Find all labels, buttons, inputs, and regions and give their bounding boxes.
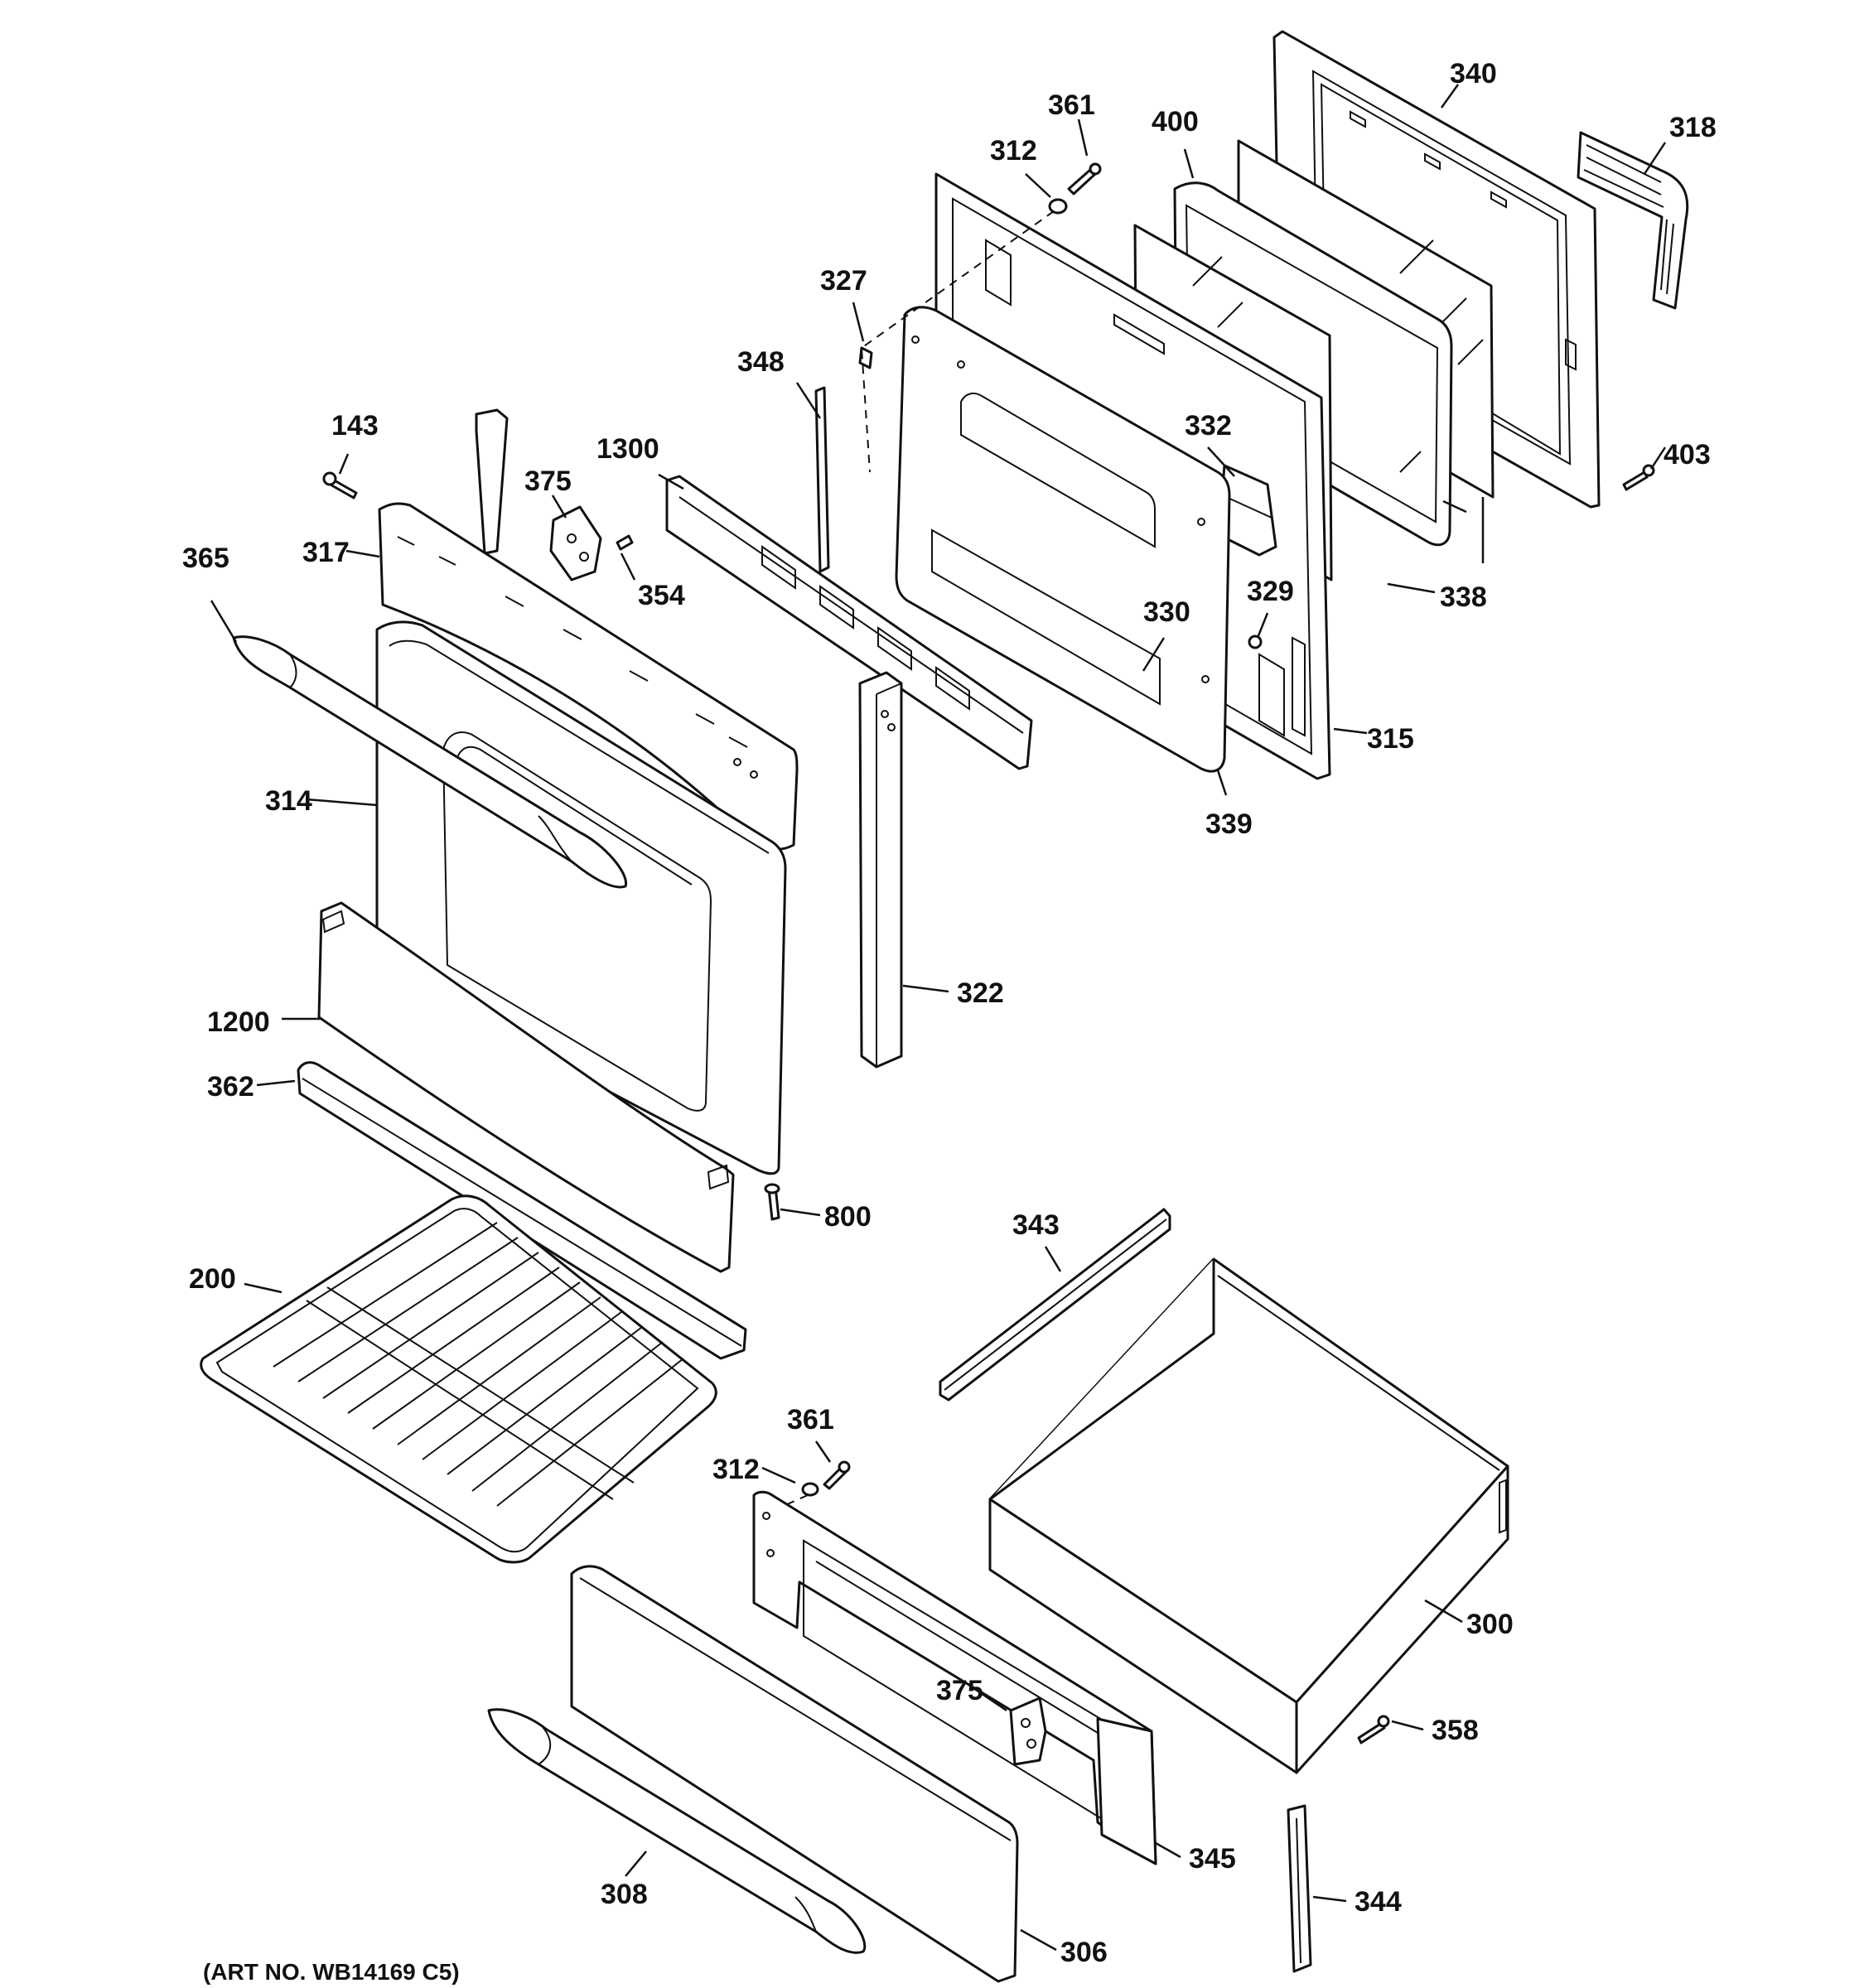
callout-300: 300: [1466, 1609, 1514, 1640]
part-361-screw-lower: [823, 1460, 851, 1490]
callout-332: 332: [1185, 410, 1232, 442]
part-354-screw: [616, 534, 634, 551]
part-bracket-vertical: [475, 408, 509, 555]
callout-labels: 340 318 400 361 312 327 348 1300 143 375…: [182, 58, 1717, 1985]
callout-375-lower: 375: [936, 1675, 983, 1706]
art-number: (ART NO. WB14169 C5): [203, 1959, 460, 1985]
part-403-screw: [1622, 464, 1655, 491]
part-344-rail-bracket: [1287, 1804, 1312, 1973]
callout-312-lower: 312: [712, 1454, 760, 1485]
part-343-drawer-rail: [939, 1208, 1171, 1402]
callout-1300: 1300: [596, 433, 659, 465]
part-327-clip: [858, 346, 873, 369]
callout-200: 200: [189, 1263, 236, 1295]
callout-362: 362: [207, 1071, 254, 1103]
callout-330: 330: [1143, 596, 1190, 628]
callout-348: 348: [737, 346, 785, 378]
callout-318: 318: [1669, 112, 1717, 143]
callout-143: 143: [331, 410, 379, 442]
callout-327: 327: [820, 265, 867, 297]
callout-361-lower: 361: [787, 1404, 834, 1436]
part-329-screw: [1248, 635, 1263, 649]
callout-322: 322: [957, 977, 1004, 1009]
callout-354: 354: [638, 580, 685, 611]
part-306-drawer-front: [570, 1565, 1019, 1983]
part-365-door-handle: [232, 635, 627, 889]
part-300-drawer-box: [988, 1257, 1509, 1774]
callout-314: 314: [265, 785, 312, 817]
callout-329: 329: [1247, 576, 1294, 607]
callout-345: 345: [1189, 1843, 1236, 1875]
callout-365: 365: [182, 543, 229, 574]
part-312-washer-upper: [1048, 198, 1068, 215]
callout-338: 338: [1440, 581, 1487, 613]
callout-306: 306: [1060, 1937, 1108, 1968]
callout-343: 343: [1012, 1209, 1060, 1241]
part-314-oven-door: [375, 620, 787, 1175]
part-1300-vent-trim: [665, 475, 1033, 770]
part-800-screw: [764, 1183, 780, 1221]
part-200-oven-rack: [200, 1194, 717, 1564]
callout-1200: 1200: [207, 1006, 270, 1038]
alignment-line-upper: [860, 210, 1055, 473]
callout-308: 308: [601, 1879, 648, 1910]
callout-800: 800: [824, 1201, 872, 1233]
callout-361-upper: 361: [1048, 89, 1095, 121]
leader-lines: [210, 84, 1667, 1952]
part-358-screw: [1357, 1715, 1390, 1744]
callout-339: 339: [1205, 808, 1253, 840]
part-375-hinge-upper: [549, 505, 602, 581]
callout-315: 315: [1367, 723, 1414, 755]
part-312-washer-lower: [801, 1482, 819, 1497]
part-1200-kick-panel: [317, 901, 735, 1273]
callout-375-upper: 375: [524, 466, 572, 497]
part-362-trim-strip: [297, 1061, 747, 1360]
callout-403: 403: [1664, 439, 1711, 470]
callout-358: 358: [1432, 1715, 1479, 1746]
part-318-door-gasket: [1577, 131, 1689, 310]
callout-340: 340: [1450, 58, 1497, 89]
part-361-screw-upper: [1067, 162, 1102, 195]
part-339-door-panel: [895, 306, 1231, 773]
callout-344: 344: [1355, 1886, 1402, 1918]
part-345-drawer-frame: [752, 1490, 1157, 1865]
callout-400: 400: [1152, 106, 1199, 138]
part-375-hinge-lower: [1009, 1696, 1047, 1766]
part-322-side-trim: [858, 671, 903, 1069]
callout-317: 317: [302, 537, 350, 568]
part-348-rod: [814, 386, 830, 573]
part-308-drawer-handle: [487, 1708, 867, 1954]
callout-312-upper: 312: [990, 135, 1037, 166]
part-143-screw: [322, 471, 358, 499]
